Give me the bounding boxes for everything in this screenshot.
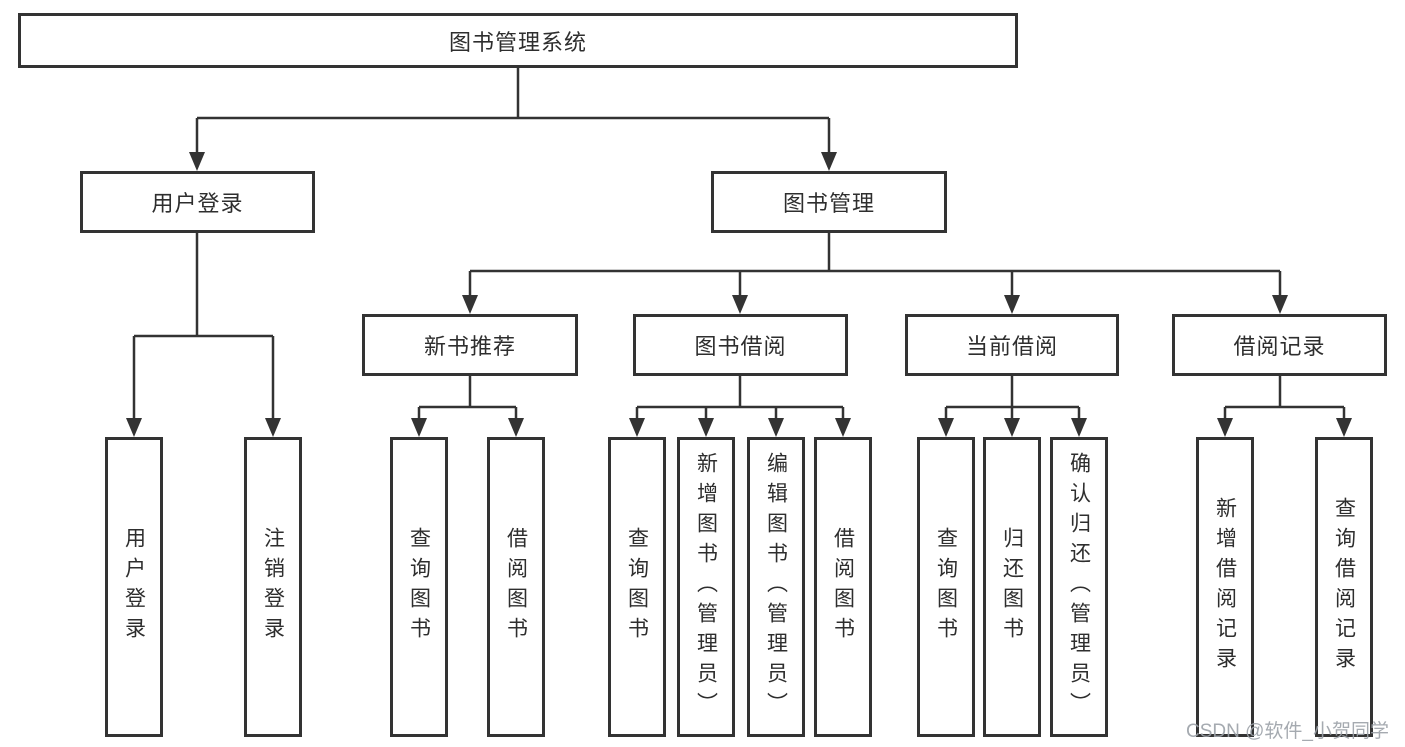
node-label: 新增借阅记录 bbox=[1213, 497, 1237, 677]
node-query-books-borrowing: 查询图书 bbox=[608, 437, 666, 737]
node-logout: 注销登录 bbox=[244, 437, 302, 737]
csdn-watermark: CSDN @软件_小贺同学 bbox=[1186, 721, 1389, 742]
node-borrowing-records: 借阅记录 bbox=[1172, 314, 1387, 376]
node-label: 图书管理 bbox=[782, 191, 875, 216]
node-user-login: 用户登录 bbox=[80, 171, 315, 233]
node-query-borrow-record: 查询借阅记录 bbox=[1315, 437, 1373, 737]
node-label: 新增图书（管理员） bbox=[694, 452, 718, 722]
node-label: 图书借阅 bbox=[694, 334, 787, 359]
node-add-book-admin: 新增图书（管理员） bbox=[677, 437, 735, 737]
node-borrow-books: 借阅图书 bbox=[814, 437, 872, 737]
arrowheads bbox=[126, 152, 1352, 437]
node-label: 用户登录 bbox=[122, 527, 146, 647]
node-query-books-current: 查询图书 bbox=[917, 437, 975, 737]
node-label: 查询图书 bbox=[407, 527, 431, 647]
node-label: 借阅图书 bbox=[504, 527, 528, 647]
node-label: 归还图书 bbox=[1000, 527, 1024, 647]
node-label: 用户登录 bbox=[151, 191, 244, 216]
node-current-borrowing: 当前借阅 bbox=[905, 314, 1119, 376]
node-query-books-recommend: 查询图书 bbox=[390, 437, 448, 737]
node-label: 确认归还（管理员） bbox=[1067, 452, 1091, 722]
node-return-book: 归还图书 bbox=[983, 437, 1041, 737]
node-add-borrow-record: 新增借阅记录 bbox=[1196, 437, 1254, 737]
node-label: 查询图书 bbox=[625, 527, 649, 647]
node-confirm-return-admin: 确认归还（管理员） bbox=[1050, 437, 1108, 737]
node-label: 查询图书 bbox=[934, 527, 958, 647]
node-label: 编辑图书（管理员） bbox=[764, 452, 788, 722]
node-new-book-recommend: 新书推荐 bbox=[362, 314, 578, 376]
node-label: 图书管理系统 bbox=[448, 29, 587, 55]
node-label: 借阅图书 bbox=[831, 527, 855, 647]
node-label: 借阅记录 bbox=[1233, 334, 1326, 359]
node-label: 新书推荐 bbox=[423, 334, 516, 359]
node-user-login-leaf: 用户登录 bbox=[105, 437, 163, 737]
node-library-management-system: 图书管理系统 bbox=[18, 13, 1018, 68]
node-book-management: 图书管理 bbox=[711, 171, 947, 233]
node-label: 当前借阅 bbox=[965, 334, 1058, 359]
node-label: 查询借阅记录 bbox=[1332, 497, 1356, 677]
node-book-borrowing: 图书借阅 bbox=[633, 314, 848, 376]
node-borrow-books-recommend: 借阅图书 bbox=[487, 437, 545, 737]
node-edit-book-admin: 编辑图书（管理员） bbox=[747, 437, 805, 737]
node-label: 注销登录 bbox=[261, 527, 285, 647]
